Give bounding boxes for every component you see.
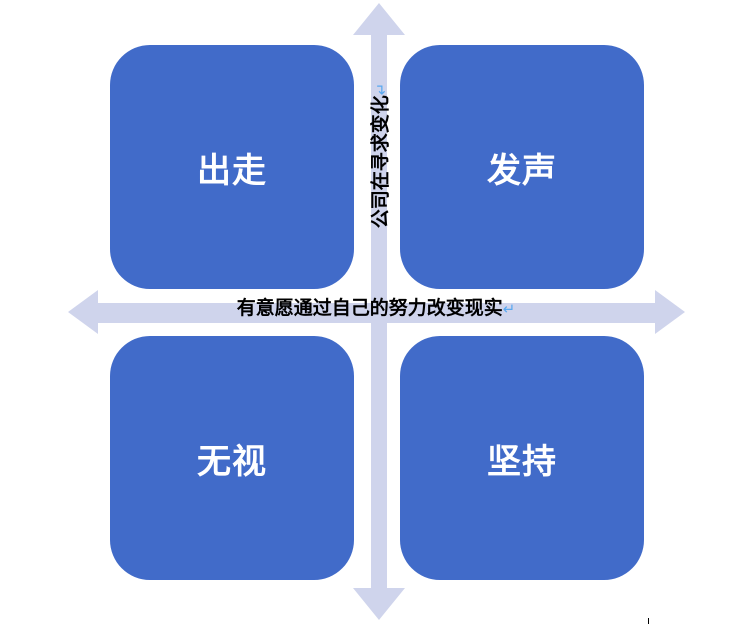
quadrant-bottom-right-label: 坚持 <box>487 441 557 482</box>
quadrant-bottom-left-label: 无视 <box>197 441 267 482</box>
quadrant-bottom-right: 坚持 <box>400 336 644 580</box>
paragraph-mark-icon: ↵ <box>502 300 516 318</box>
quadrant-top-right: 发声 <box>400 45 644 289</box>
quadrant-bottom-left: 无视 <box>110 336 354 580</box>
paragraph-mark-icon: ↵ <box>372 82 391 95</box>
text-cursor-mark <box>648 618 649 624</box>
vertical-axis-arrow <box>353 3 405 620</box>
quadrant-top-right-label: 发声 <box>487 150 557 191</box>
vertical-axis-label: 公司在寻求变化↵ <box>363 60 395 250</box>
quadrant-top-left-label: 出走 <box>197 150 267 191</box>
quadrant-top-left: 出走 <box>110 45 354 289</box>
vertical-axis-text: 公司在寻求变化 <box>369 94 392 228</box>
horizontal-axis-text: 有意愿通过自己的努力改变现实 <box>236 297 503 319</box>
horizontal-axis-label: 有意愿通过自己的努力改变现实↵ <box>0 292 752 324</box>
